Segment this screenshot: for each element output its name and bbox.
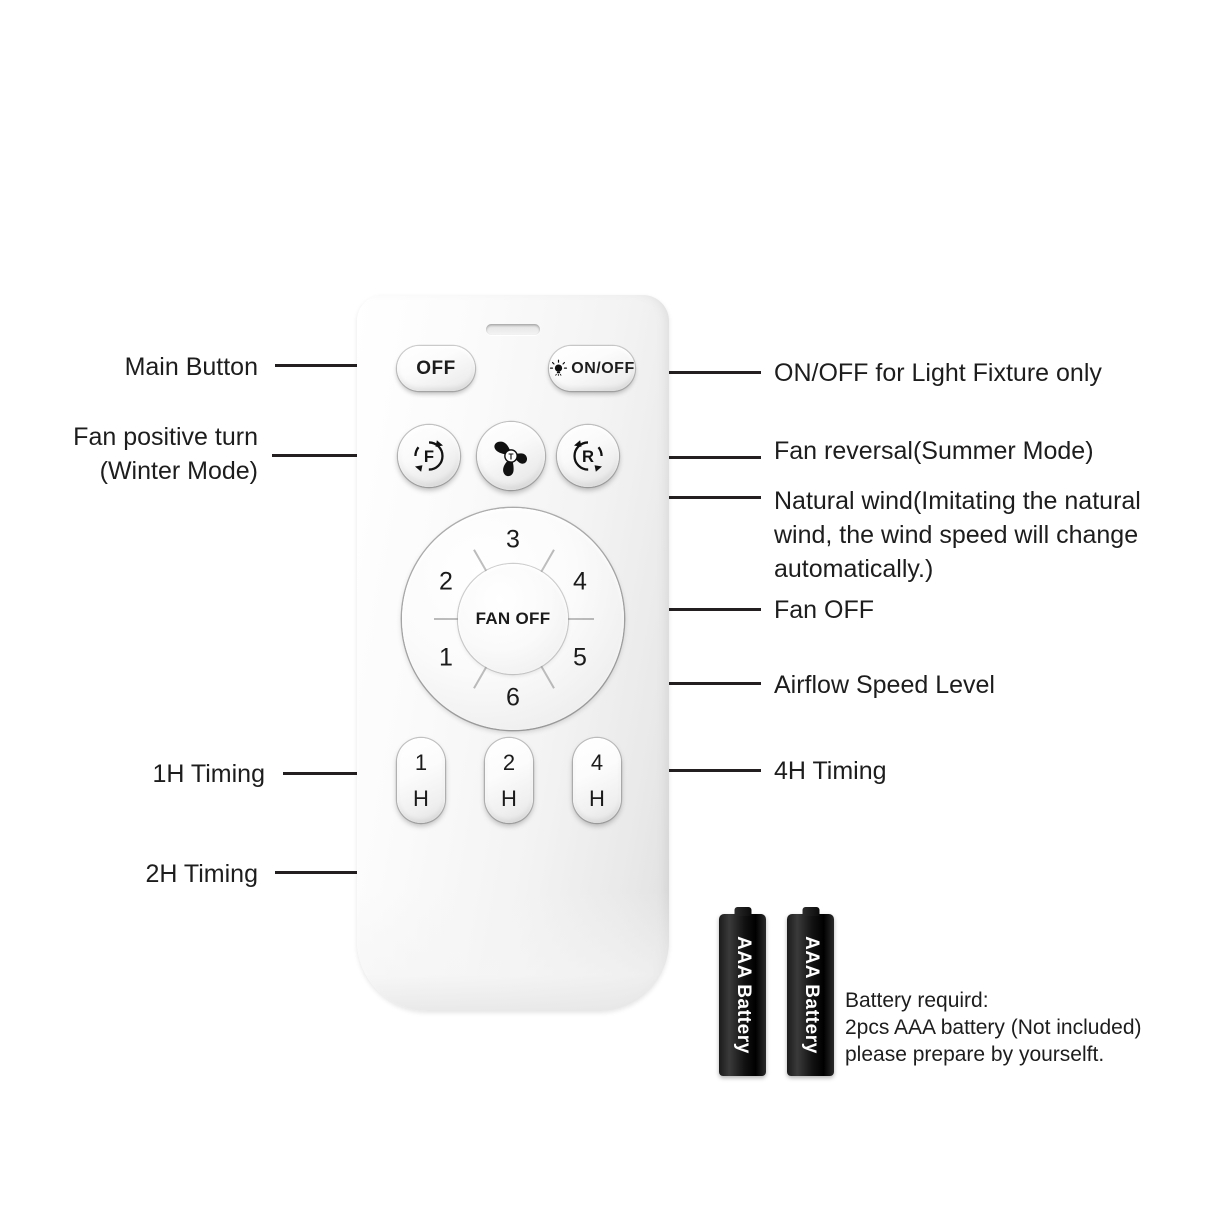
fan-reverse-button[interactable]: R (557, 425, 619, 487)
battery-positive-cap (802, 907, 819, 916)
fan-blade-icon: T (488, 433, 534, 479)
timer-1h-number: 1 (414, 749, 428, 775)
leader-fan-reversal (608, 456, 761, 459)
battery-positive-cap (734, 907, 751, 916)
battery-right-label: AAA Battery (800, 936, 822, 1054)
callout-fan-positive-turn: Fan positive turn (Winter Mode) (73, 423, 258, 485)
fan-forward-button[interactable]: F (398, 425, 460, 487)
callout-2h-timing: 2H Timing (145, 860, 258, 888)
callout-fan-off: Fan OFF (774, 596, 875, 624)
timer-2h-number: 2 (502, 749, 516, 775)
battery-left: AAA Battery (719, 907, 766, 1076)
main-off-button[interactable]: OFF (397, 346, 475, 391)
light-onoff-button[interactable]: ON/OFF (549, 346, 635, 391)
timer-2h-button[interactable]: 2 H (485, 738, 533, 823)
leader-1h-timing (283, 772, 421, 775)
timer-4h-number: 4 (590, 749, 604, 775)
remote-control-body: OFF (357, 295, 669, 1011)
callout-airflow-speed: Airflow Speed Level (774, 671, 995, 699)
callout-4h-timing: 4H Timing (774, 757, 887, 785)
circular-arrow-icon: F (408, 435, 450, 477)
dial-speed-5[interactable]: 5 (573, 643, 587, 672)
fan-off-label: FAN OFF (475, 609, 551, 628)
timer-1h-button[interactable]: 1 H (397, 738, 445, 823)
timer-4h-button[interactable]: 4 H (573, 738, 621, 823)
ir-window (486, 324, 540, 335)
battery-requirement-note: Battery requird: 2pcs AAA battery (Not i… (845, 989, 1142, 1066)
airflow-speed-dial[interactable]: 3 4 5 6 1 2 FAN OFF (402, 508, 624, 730)
callout-main-button: Main Button (124, 353, 258, 381)
timer-4h-unit: H (589, 785, 605, 811)
dial-speed-2[interactable]: 2 (439, 567, 453, 596)
leader-light-fixture (613, 371, 761, 374)
dial-speed-3[interactable]: 3 (506, 525, 520, 554)
timer-1h-unit: H (413, 785, 429, 811)
light-bulb-icon (549, 359, 568, 378)
timer-2h-unit: H (501, 785, 517, 811)
dial-speed-1[interactable]: 1 (439, 643, 453, 672)
natural-wind-letter: T (509, 452, 514, 461)
callout-natural-wind: Natural wind(Imitating the natural wind,… (774, 487, 1141, 583)
leader-fan-positive-turn (272, 454, 424, 457)
fan-off-button[interactable]: FAN OFF (458, 564, 568, 674)
fan-forward-letter: F (424, 447, 434, 466)
natural-wind-button[interactable]: T (477, 422, 545, 490)
dial-speed-4[interactable]: 4 (573, 567, 587, 596)
battery-right: AAA Battery (787, 907, 834, 1076)
leader-main-button (275, 364, 405, 367)
leader-4h-timing (612, 769, 761, 772)
callout-light-fixture: ON/OFF for Light Fixture only (774, 359, 1102, 387)
fan-reverse-letter: R (582, 447, 594, 466)
light-onoff-button-label: ON/OFF (571, 359, 635, 377)
callout-1h-timing: 1H Timing (152, 760, 265, 788)
main-off-button-label: OFF (416, 357, 456, 379)
dial-speed-6[interactable]: 6 (506, 683, 520, 712)
callout-fan-reversal: Fan reversal(Summer Mode) (774, 437, 1094, 465)
circular-arrow-icon: R (567, 435, 609, 477)
battery-left-label: AAA Battery (732, 936, 754, 1054)
